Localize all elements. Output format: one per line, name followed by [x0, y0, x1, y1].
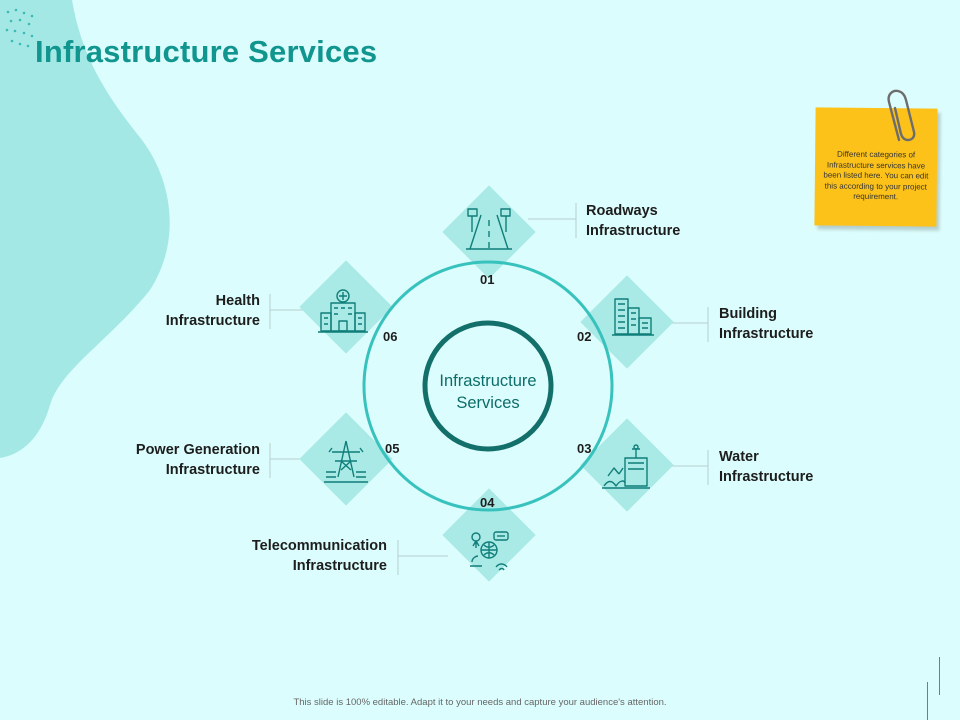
item-number-02: 02 — [577, 329, 592, 344]
label-health-line2: Infrastructure — [165, 313, 260, 329]
label-water: Water Infrastructure — [719, 447, 813, 487]
hospital-icon — [318, 289, 368, 333]
decorative-dots — [5, 8, 34, 48]
label-power-generation-line2: Infrastructure — [165, 462, 260, 478]
label-roadways-line1: Roadways — [586, 203, 658, 219]
label-roadways-line2: Infrastructure — [586, 223, 681, 239]
footer-note: This slide is 100% editable. Adapt it to… — [293, 697, 667, 708]
label-telecommunication-line2: Infrastructure — [292, 558, 387, 574]
label-water-line1: Water — [719, 449, 759, 465]
label-health: Health Infrastructure — [100, 291, 260, 331]
sticky-note-text: Different categories of Infrastructure s… — [823, 149, 929, 202]
label-roadways: Roadways Infrastructure — [586, 201, 680, 241]
item-number-05: 05 — [385, 441, 400, 456]
center-label-line1: Infrastructure — [439, 372, 537, 390]
label-health-line1: Health — [215, 293, 260, 309]
page-title: Infrastructure Services — [35, 34, 378, 69]
diamond-03 — [580, 418, 674, 512]
power-tower-icon — [324, 440, 368, 483]
center-label: Infrastructure Services — [420, 370, 556, 414]
paperclip-icon — [887, 89, 916, 142]
center-label-line2: Services — [456, 394, 520, 412]
label-building-line1: Building — [719, 306, 777, 322]
label-power-generation-line1: Power Generation — [135, 442, 260, 458]
label-telecommunication: Telecommunication Infrastructure — [200, 536, 387, 576]
diamond-06 — [299, 260, 393, 354]
diamond-05 — [299, 412, 393, 506]
accent-line-1 — [939, 657, 940, 695]
outer-ring — [362, 260, 614, 512]
item-number-04: 04 — [480, 495, 495, 510]
building-icon — [612, 298, 654, 336]
label-building-line2: Infrastructure — [719, 326, 814, 342]
road-icon — [466, 208, 512, 250]
item-number-03: 03 — [577, 441, 592, 456]
label-power-generation: Power Generation Infrastructure — [80, 440, 260, 480]
label-building: Building Infrastructure — [719, 304, 813, 344]
inner-ring — [422, 320, 554, 452]
label-water-line2: Infrastructure — [719, 469, 814, 485]
water-tank-icon — [602, 444, 650, 489]
telecom-icon — [470, 531, 509, 571]
label-telecommunication-line1: Telecommunication — [251, 538, 387, 554]
item-number-01: 01 — [480, 272, 495, 287]
item-number-06: 06 — [383, 329, 398, 344]
background-blob — [0, 0, 170, 458]
accent-line-2 — [927, 682, 928, 720]
